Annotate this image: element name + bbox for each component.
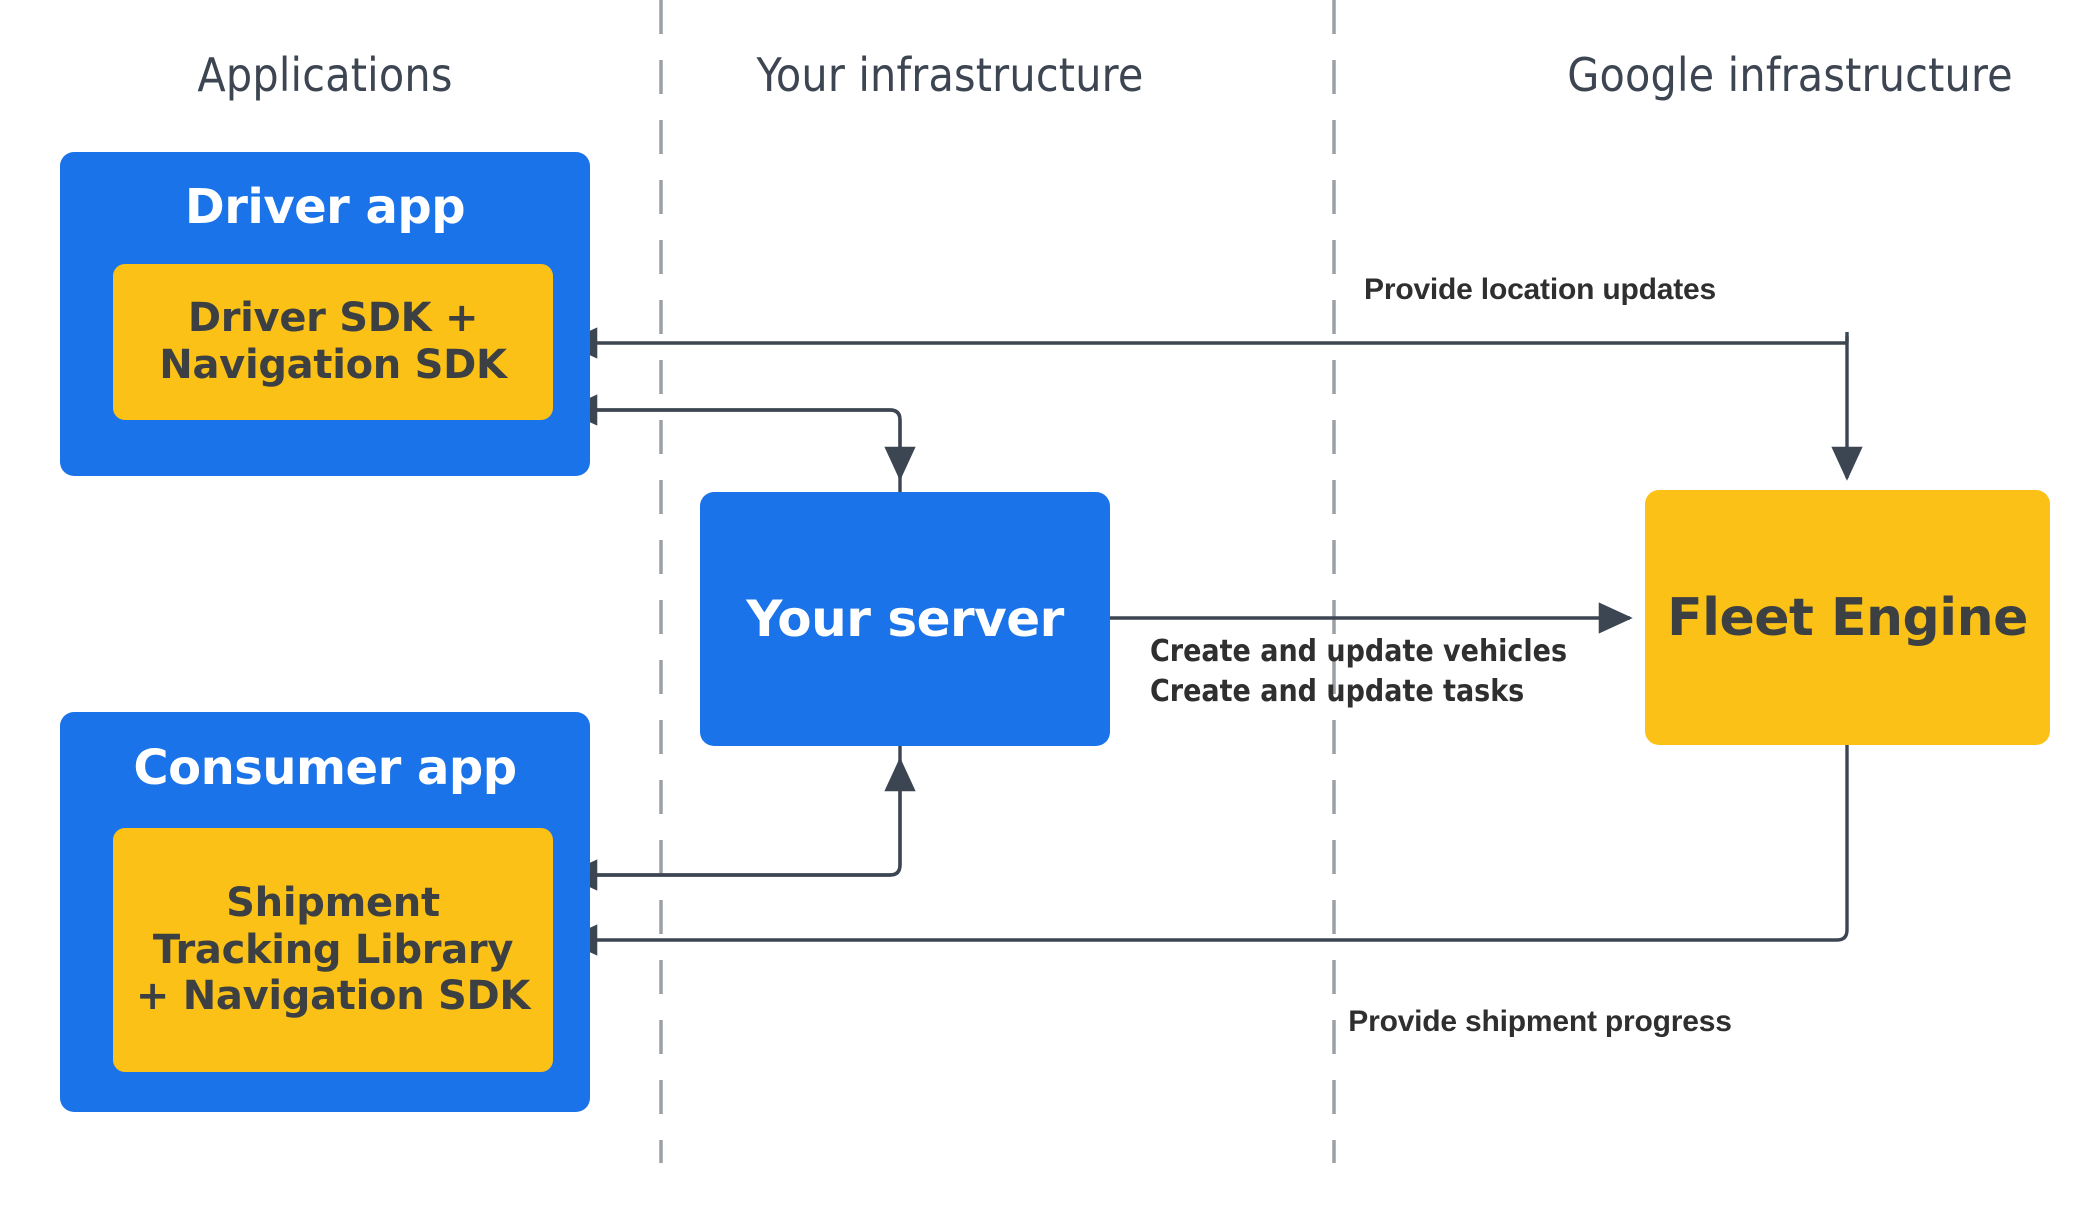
edge-server-to-consumer [563,746,902,891]
column-header-google-infrastructure: Google infrastructure [1567,48,2013,102]
edge-fleet-to-consumer [563,745,1849,956]
consumer-app-box[interactable]: Consumer app Shipment Tracking Library +… [60,712,590,1112]
consumer-app-title: Consumer app [133,740,517,796]
edge-server-to-driver [563,394,902,492]
driver-sdk-box[interactable]: Driver SDK + Navigation SDK [113,264,553,420]
driver-sdk-label: Driver SDK + Navigation SDK [159,295,507,388]
shipment-tracking-sdk-box[interactable]: Shipment Tracking Library + Navigation S… [113,828,553,1072]
column-header-applications: Applications [197,48,453,102]
driver-app-title: Driver app [184,179,466,235]
edge-into-server-top [566,408,916,481]
edge-label-create-and-update: Create and update vehicles Create and up… [1150,634,1568,709]
edge-consumer-to-server [566,757,916,877]
shipment-tracking-sdk-label: Shipment Tracking Library + Navigation S… [135,879,531,1020]
your-server-label: Your server [746,590,1064,648]
fleet-engine-label: Fleet Engine [1667,587,2028,648]
edge-fleet-to-driver [563,327,1849,359]
driver-app-box[interactable]: Driver app Driver SDK + Navigation SDK [60,152,590,476]
fleet-engine-box[interactable]: Fleet Engine [1645,490,2050,745]
edge-label-provide-shipment-progress: Provide shipment progress [1348,1005,1732,1038]
your-server-box[interactable]: Your server [700,492,1110,746]
column-header-your-infrastructure: Your infrastructure [756,48,1144,102]
edge-label-provide-location-updates: Provide location updates [1364,273,1716,306]
